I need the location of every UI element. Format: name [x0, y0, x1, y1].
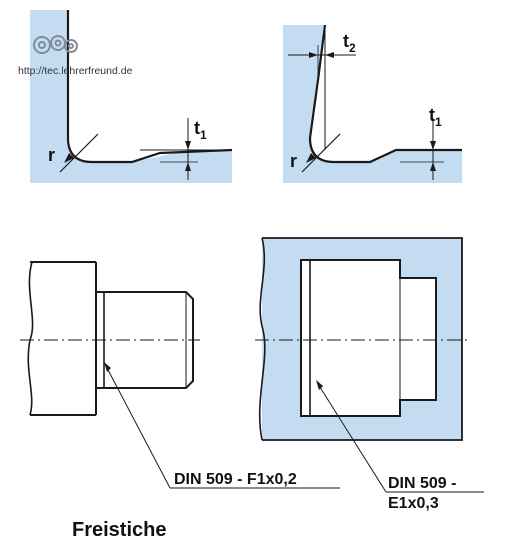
detail-left-t1-arrow-top [185, 141, 191, 150]
detail-left-t1-arrow-bottom [185, 162, 191, 171]
bore-leader-arrow [316, 380, 323, 390]
bore-leader [317, 383, 387, 493]
bore-callout-line2: E1x0,3 [388, 495, 439, 512]
detail-left-radius-leader [59, 133, 99, 173]
detail-right: t2 r t1 [283, 24, 462, 183]
detail-left: r t1 [30, 10, 233, 183]
detail-left-fill [30, 10, 232, 183]
gears-logo-icon [33, 35, 78, 54]
detail-right-t2-arrow-right [325, 52, 334, 58]
detail-right-t1-label: t1 [429, 105, 442, 129]
detail-left-profile [66, 10, 233, 164]
bore-break-line [258, 237, 266, 441]
detail-right-t1-arrow-bottom [430, 162, 436, 171]
detail-right-radius-arrow [306, 153, 316, 163]
shaft-leader-arrow [104, 362, 111, 372]
bore-outline-top [262, 237, 463, 441]
detail-left-radius-label: r [48, 145, 55, 165]
shaft-view: DIN 509 - F1x0,2 [20, 261, 340, 489]
bore-fill [262, 238, 462, 440]
watermark-url: http://tec.lehrerfreund.de [18, 65, 133, 77]
bore-hole-outline [300, 259, 437, 417]
detail-right-t2-arrow-left [309, 52, 318, 58]
shaft-break-line [27, 261, 34, 416]
detail-right-profile [308, 24, 462, 164]
detail-left-radius-arrow [64, 153, 74, 163]
detail-right-t1-arrow-top [430, 141, 436, 150]
shaft-callout: DIN 509 - F1x0,2 [174, 471, 297, 488]
caption: Freistiche [72, 519, 166, 541]
detail-left-t1-label: t1 [194, 118, 207, 142]
bore-view: DIN 509 - E1x0,3 [255, 237, 484, 512]
watermark: http://tec.lehrerfreund.de [18, 35, 133, 77]
detail-right-radius-label: r [290, 151, 297, 171]
shaft-leader [105, 365, 171, 489]
detail-right-t2-label: t2 [343, 31, 356, 55]
detail-right-fill [283, 25, 462, 183]
bore-callout-line1: DIN 509 - [388, 475, 456, 492]
detail-right-radius-leader [301, 133, 341, 173]
